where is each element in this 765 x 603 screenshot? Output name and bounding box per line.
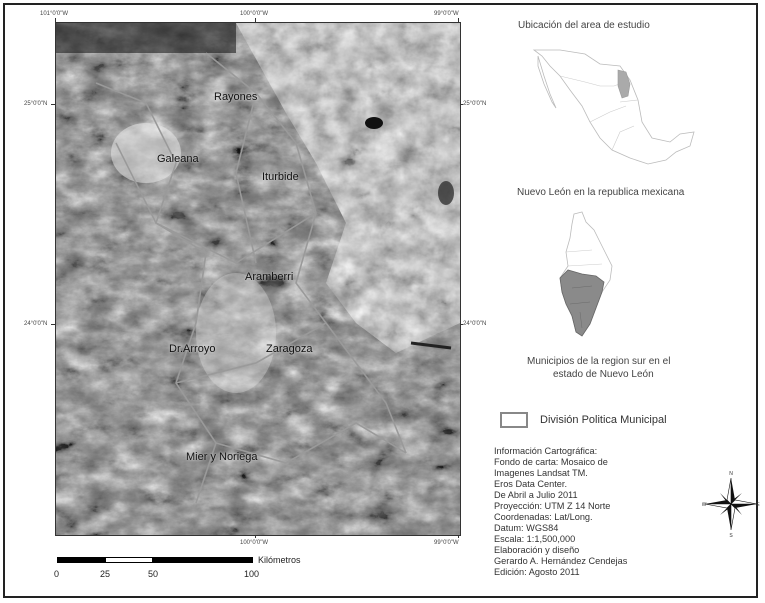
town-label-galeana: Galeana <box>157 153 199 165</box>
compass-label-e: E <box>756 502 760 508</box>
info-line: Coordenadas: Lat/Long. <box>494 512 593 522</box>
cartographic-info: Información Cartográfica: Fondo de carta… <box>494 446 627 578</box>
coord-bottom-99w: 99°0'0"W <box>434 540 459 546</box>
scale-bar-segment <box>105 557 153 563</box>
coord-left-24n: 24°0'0"N <box>24 321 48 327</box>
info-line: Escala: 1:1,500,000 <box>494 534 576 544</box>
scale-tick-50: 50 <box>148 569 159 579</box>
town-label-dr-arroyo: Dr.Arroyo <box>169 343 216 355</box>
coord-right-24n: 24°0'0"N <box>463 321 487 327</box>
town-label-rayones: Rayones <box>214 91 258 103</box>
scale-bar-segment <box>153 557 253 563</box>
scale-unit-label: Kilómetros <box>258 555 301 565</box>
legend-label: División Politica Municipal <box>540 414 667 426</box>
compass-label-w: W <box>702 502 707 508</box>
coord-top-101w: 101°0'0"W <box>40 11 69 17</box>
mexico-inset-map <box>532 49 695 165</box>
inset-title-location: Ubicación del area de estudio <box>518 20 650 31</box>
scale-tick-0: 0 <box>54 569 60 579</box>
scale-bar-segment <box>57 557 105 563</box>
tick-top <box>255 18 256 22</box>
inset-title-state: Nuevo León en la republica mexicana <box>517 187 685 198</box>
satellite-imagery <box>56 23 460 535</box>
town-label-aramberri: Aramberri <box>245 271 294 283</box>
info-line: Imagenes Landsat TM. <box>494 468 588 478</box>
info-line: Gerardo A. Hernández Cendejas <box>494 556 628 566</box>
info-line: De Abril a Julio 2011 <box>494 490 578 500</box>
tick-left <box>51 324 55 325</box>
inset-title-municipios-1: Municipios de la region sur en el <box>527 356 671 367</box>
tick-right <box>459 104 463 105</box>
info-line: Edición: Agosto 2011 <box>494 567 580 577</box>
town-label-zaragoza: Zaragoza <box>266 343 313 355</box>
info-line: Proyección: UTM Z 14 Norte <box>494 501 611 511</box>
tick-top <box>458 18 459 22</box>
inset-title-municipios-2: estado de Nuevo León <box>553 369 654 380</box>
scale-tick-25: 25 <box>100 569 111 579</box>
coord-bottom-100w: 100°0'0"W <box>240 540 269 546</box>
tick-bottom <box>255 534 256 538</box>
nuevo-leon-inset-map <box>559 211 613 337</box>
tick-right <box>459 324 463 325</box>
map-frame <box>3 3 758 598</box>
info-line: Eros Data Center. <box>494 479 568 489</box>
info-line: Datum: WGS84 <box>494 523 559 533</box>
info-line: Elaboración y diseño <box>494 545 580 555</box>
satellite-map[interactable]: Rayones Galeana Iturbide Aramberri Dr.Ar… <box>55 22 461 536</box>
compass-label-n: N <box>729 471 733 477</box>
town-label-mier-y-noriega: Mier y Noriega <box>186 451 258 463</box>
town-label-iturbide: Iturbide <box>262 171 299 183</box>
scale-tick-100: 100 <box>244 569 260 579</box>
compass-rose-icon: N S E W <box>702 471 760 538</box>
info-line: Fondo de carta: Mosaico de <box>494 457 608 467</box>
tick-left <box>51 104 55 105</box>
tick-bottom <box>458 534 459 538</box>
tick-top <box>55 18 56 22</box>
info-line: Información Cartográfica: <box>494 446 598 456</box>
coord-left-25n: 25°0'0"N <box>24 101 48 107</box>
compass-label-s: S <box>729 533 733 538</box>
coord-right-25n: 25°0'0"N <box>463 101 487 107</box>
coord-top-99w: 99°0'0"W <box>434 11 459 17</box>
coord-top-100w: 100°0'0"W <box>240 11 269 17</box>
legend-swatch <box>500 412 528 428</box>
